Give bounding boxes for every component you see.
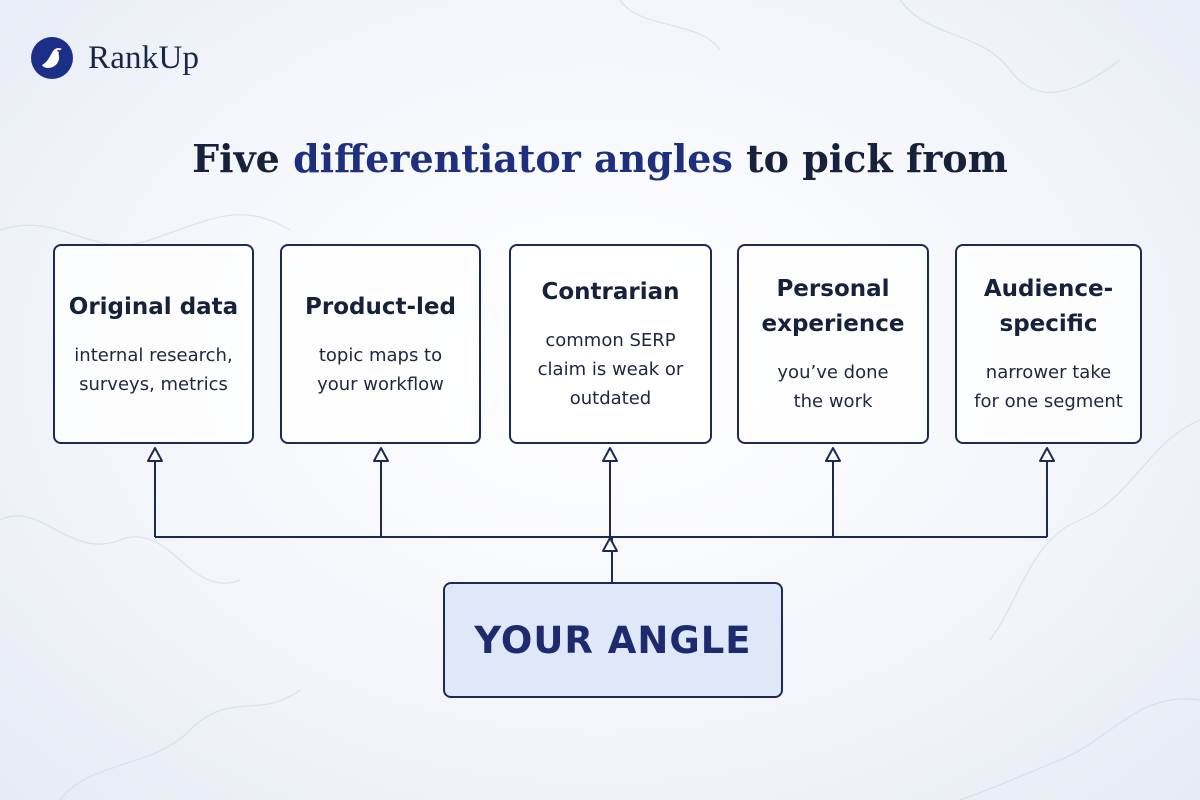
angle-card-original-data: Original data internal research, surveys… [53,244,254,444]
arrowhead-3 [602,447,618,462]
angle-description: narrower take for one segment [974,362,1123,412]
angle-description: internal research, surveys, metrics [74,344,233,395]
angle-title: Contrarian [541,279,680,305]
arrowhead-2 [373,447,389,462]
angle-title: Audience- specific [983,276,1114,337]
angle-card-audience-specific: Audience- specific narrower take for one… [955,244,1142,444]
angle-title: Personal experience [761,276,905,337]
angle-card-personal-experience: Personal experience you’ve done the work [737,244,929,444]
arrowhead-5 [1039,447,1055,462]
title-part-1: Five [192,136,294,181]
brand-logo[interactable]: RankUp [30,34,199,82]
angle-title: Product-led [305,293,456,320]
your-angle-box: YOUR ANGLE [443,582,783,698]
title-part-2: to pick from [732,136,1008,181]
arrowhead-4 [825,447,841,462]
bird-globe-icon [31,37,73,79]
angle-title: Original data [68,293,239,320]
your-angle-label: YOUR ANGLE [474,618,752,662]
arrowhead-center [602,537,618,552]
title-highlight: differentiator angles [293,136,733,181]
arrowhead-1 [147,447,163,462]
angle-card-product-led: Product-led topic maps to your workflow [280,244,481,444]
angle-description: you’ve done the work [777,362,889,412]
page-title: Five differentiator angles to pick from [0,136,1200,181]
angle-description: common SERP claim is weak or outdated [537,330,684,409]
brand-name: RankUp [88,39,200,76]
angle-description: topic maps to your workflow [317,344,444,395]
angle-card-contrarian: Contrarian common SERP claim is weak or … [509,244,712,444]
